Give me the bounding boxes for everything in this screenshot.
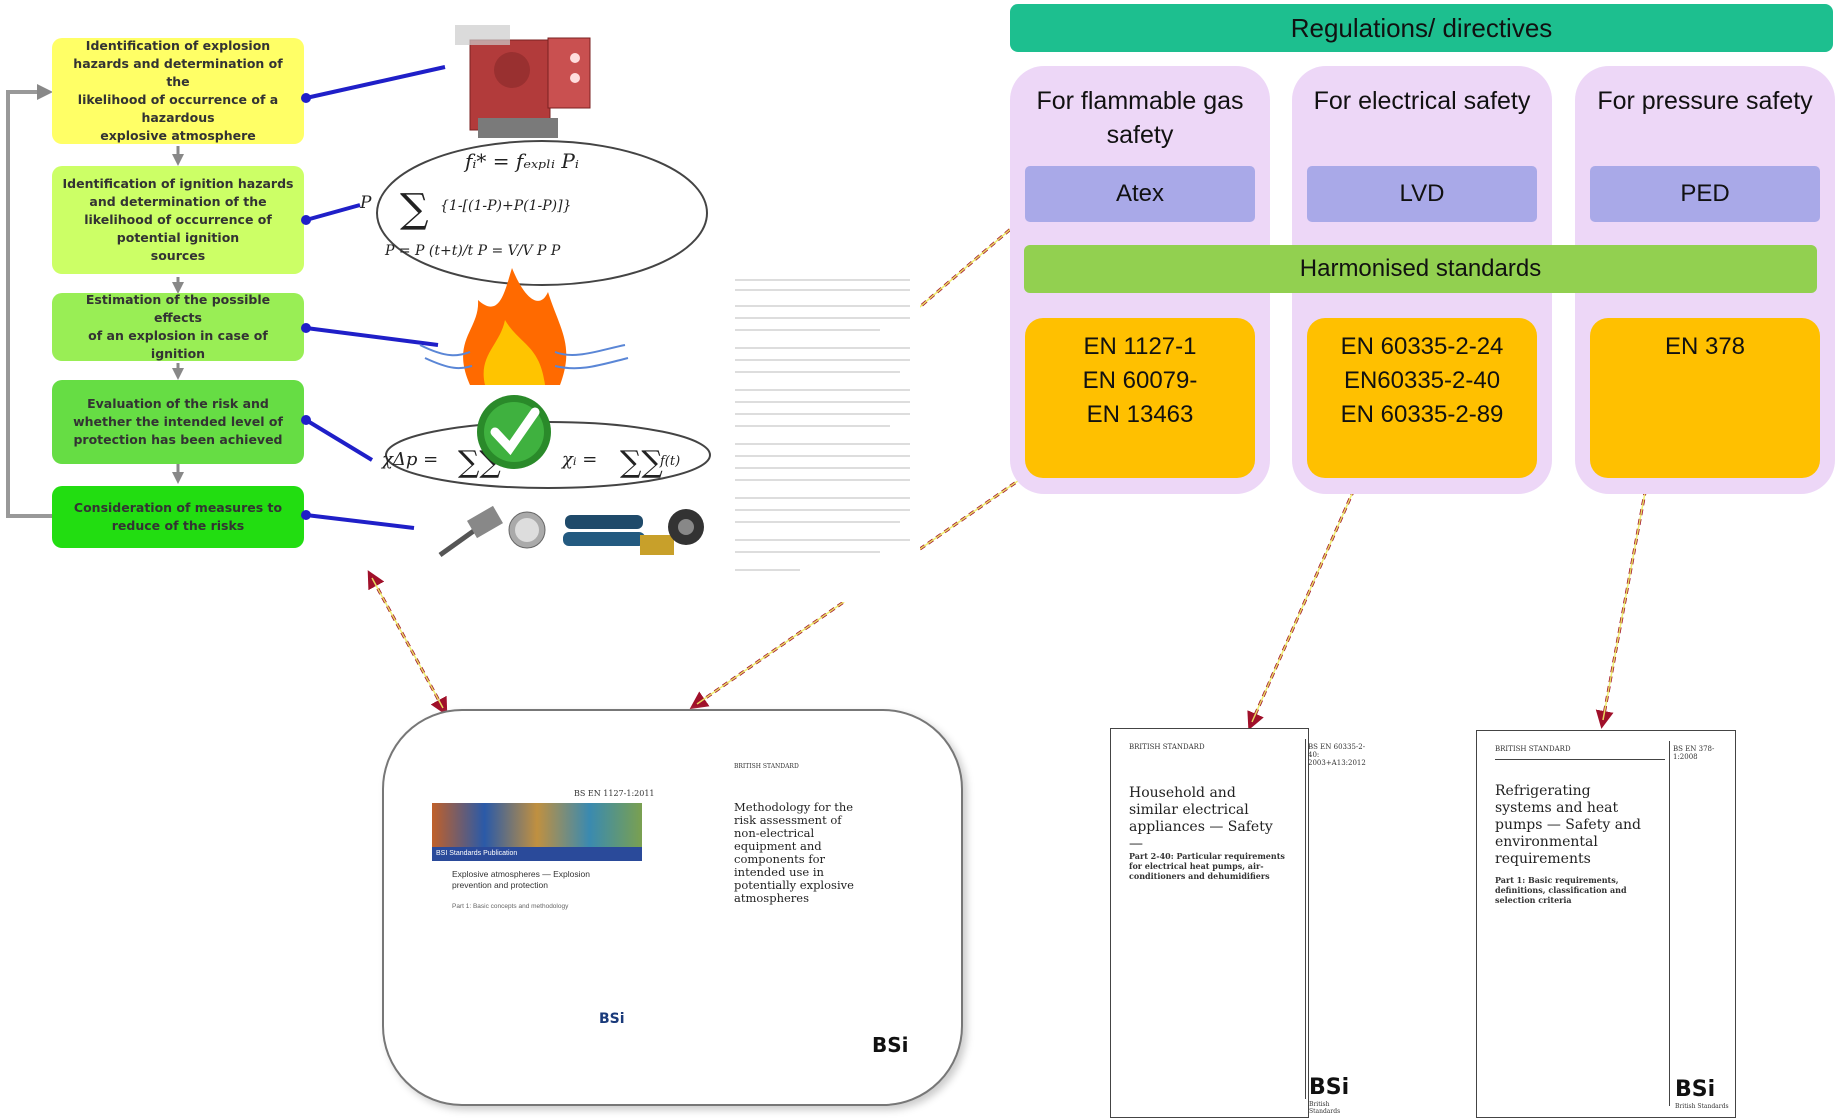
doc-header: BRITISH STANDARD xyxy=(1129,743,1205,751)
step-evaluate-risk: Evaluation of the risk and whether the i… xyxy=(52,380,304,464)
standard-item: EN60335-2-40 xyxy=(1343,367,1501,394)
column-title: For electrical safety xyxy=(1313,87,1531,115)
formula-1: fᵢ* = fₑₓₚₗᵢ Pᵢ xyxy=(463,149,579,173)
standard-item: EN 60335-2-24 xyxy=(1340,333,1504,360)
doc-id: BS EN 1127-1:2011 xyxy=(574,789,655,798)
step-text: Estimation of the possible effects xyxy=(85,292,271,325)
connector-dot xyxy=(301,323,311,333)
sum-symbol: ∑ xyxy=(400,186,429,232)
step-text: potential ignition xyxy=(116,230,240,245)
standard-item: EN 13463 xyxy=(1086,401,1194,428)
doc-divider xyxy=(1669,741,1670,1106)
doc-part: Part 1: Basic requirements, definitions,… xyxy=(1495,875,1627,905)
doc-ref: BS EN 60335-2-40: 2003+A13:2012 xyxy=(1308,743,1366,767)
step-text: protection has been achieved xyxy=(73,432,283,447)
directive-lvd: LVD xyxy=(1307,166,1537,222)
check-icon xyxy=(477,395,551,469)
harmonised-standards-bar: Harmonised standards xyxy=(1024,245,1817,293)
step-text: sources xyxy=(150,248,206,263)
step-text: and determination of the xyxy=(89,194,267,209)
formula-ellipse-top xyxy=(376,140,708,286)
svg-text:{1-[(1-P)+P(1-P)]}: {1-[(1-P)+P(1-P)]} xyxy=(440,198,572,214)
doc-part: Part 1: Basic concepts and methodology xyxy=(452,903,569,910)
step-text: explosive atmosphere xyxy=(100,128,256,143)
bsi-logo: BSi xyxy=(1309,1075,1350,1100)
step-text: whether the intended level of xyxy=(73,414,283,429)
standard-item: EN 1127-1 xyxy=(1083,333,1197,360)
standards-bubble: BS EN 1127-1:2011 BSI Standards Publicat… xyxy=(382,709,963,1106)
doc-rule xyxy=(1495,759,1665,760)
formula-chi-dp: χΔp = xyxy=(380,449,438,470)
svg-text:f(t): f(t) xyxy=(659,454,680,469)
doc-banner-image xyxy=(432,803,642,847)
en60335-document: BRITISH STANDARD BS EN 60335-2-40: 2003+… xyxy=(1110,728,1366,1118)
doc-ref: BS EN 378-1:2008 xyxy=(1673,745,1715,761)
en378-document: BRITISH STANDARD BS EN 378-1:2008 Refrig… xyxy=(1476,730,1736,1118)
step-identify-ignition-hazards: Identification of ignition hazards and d… xyxy=(52,166,304,274)
standards-pressure: EN 378 xyxy=(1590,318,1820,478)
fire-image xyxy=(419,268,629,385)
connector-dot xyxy=(301,93,311,103)
step-text: hazardous xyxy=(141,110,215,125)
regulations-header: Regulations/ directives xyxy=(1010,4,1833,52)
column-title: For pressure safety xyxy=(1597,87,1813,115)
bsi-logo: BSi xyxy=(1675,1077,1716,1102)
directive-atex: Atex xyxy=(1025,166,1255,222)
bsi-logo: BSi xyxy=(872,1033,909,1057)
doc-header: BRITISH STANDARD xyxy=(1495,745,1571,753)
standard-item: EN 378 xyxy=(1664,333,1746,360)
svg-text:∑∑: ∑∑ xyxy=(620,445,663,480)
step-text: hazards and determination of the xyxy=(73,56,283,89)
step-text: likelihood of occurrence of xyxy=(84,212,272,227)
step-text: Identification of explosion xyxy=(85,38,271,53)
image-connector-lines xyxy=(304,65,446,530)
doc-title: Refrigerating systems and heat pumps — S… xyxy=(1495,783,1642,867)
step-text: Identification of ignition hazards xyxy=(62,176,294,191)
standards-flammable-gas: EN 1127-1 EN 60079- EN 13463 xyxy=(1025,318,1255,478)
doc-title: Household and similar electrical applian… xyxy=(1129,785,1273,852)
step-text: of an explosion in case of ignition xyxy=(88,328,268,361)
doc-header: BRITISH STANDARD xyxy=(734,763,799,770)
step-identify-explosion-hazards: Identification of explosion hazards and … xyxy=(52,38,304,144)
doc-publication-bar: BSI Standards Publication xyxy=(432,847,642,861)
standard-item: EN 60335-2-89 xyxy=(1340,401,1504,428)
step-text: likelihood of occurrence of a xyxy=(77,92,279,107)
standard-item: EN 60079- xyxy=(1082,367,1198,394)
directive-ped: PED xyxy=(1590,166,1820,222)
directive-text-page xyxy=(728,262,920,602)
step-consider-measures: Consideration of measures to reduce of t… xyxy=(52,486,304,548)
bsi-subtitle: British Standards xyxy=(1675,1103,1729,1110)
doc-title: Explosive atmospheres — Explosion preven… xyxy=(452,869,590,890)
bsi-logo: BSi xyxy=(599,1011,625,1027)
components-image xyxy=(438,505,704,558)
step-text: Evaluation of the risk and xyxy=(87,396,269,411)
doc-part: Part 2-40: Particular requirements for e… xyxy=(1129,851,1285,881)
column-title: For flammable gas safety xyxy=(1036,87,1244,149)
svg-text:P = P (t+t)/t P = V/V P P: P = P (t+t)/t P = V/V P P xyxy=(384,243,561,259)
svg-text:P: P xyxy=(359,193,372,213)
doc-divider xyxy=(1305,739,1306,1099)
equipment-image xyxy=(455,25,591,138)
bsi-subtitle: British Standards xyxy=(1309,1101,1341,1115)
connector-dot xyxy=(301,415,311,425)
standards-electrical: EN 60335-2-24 EN60335-2-40 EN 60335-2-89 xyxy=(1307,318,1537,478)
step-text: Consideration of measures to xyxy=(73,500,283,515)
formula-chi-i: χᵢ = xyxy=(560,449,597,470)
step-text: reduce of the risks xyxy=(111,518,245,533)
feedback-loop-line xyxy=(6,84,53,518)
step-estimate-effects: Estimation of the possible effects of an… xyxy=(52,292,304,361)
connector-dot xyxy=(301,510,311,520)
doc-title: Methodology for the risk assessment of n… xyxy=(734,800,854,905)
connector-dot xyxy=(301,215,311,225)
